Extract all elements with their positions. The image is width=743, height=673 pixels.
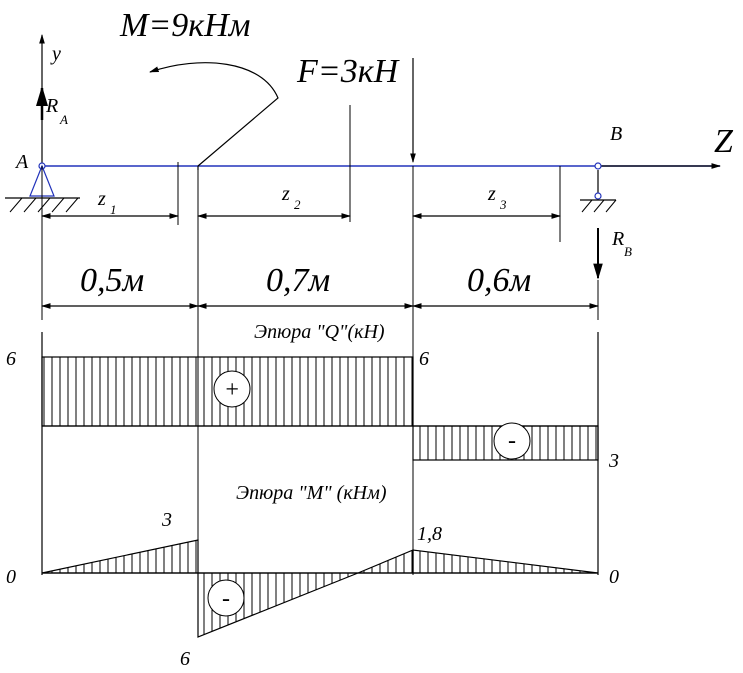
beam-axes: [36, 34, 721, 170]
m-value-3: 3: [161, 509, 172, 531]
m-value-1-8: 1,8: [417, 523, 442, 545]
z-axis-label: Z: [714, 123, 734, 160]
m-value-0-right: 0: [609, 566, 619, 588]
minus-sign-circle-m: [207, 579, 245, 617]
q-plus-sign: +: [224, 377, 240, 403]
moment-region-1: [41, 539, 199, 574]
moment-diagram-title: Эпюра "M" (кНм): [236, 482, 387, 504]
moment-diagram: [41, 539, 599, 638]
point-a-label: A: [14, 151, 29, 173]
plus-sign-circle: [213, 370, 251, 408]
section-z3-subscript: 3: [499, 197, 507, 212]
force-label: F=3кН: [296, 53, 401, 90]
length-1-label: 0,5м: [80, 262, 144, 299]
support-b-pin: [594, 162, 602, 170]
minus-sign-circle-q: [493, 422, 531, 460]
m-value-6: 6: [180, 648, 190, 670]
shear-diagram: [41, 320, 599, 575]
reaction-a-label: R: [45, 95, 58, 117]
support-b: [580, 170, 617, 280]
moment-label: M=9кНм: [119, 7, 250, 44]
reaction-b-subscript: B: [624, 244, 632, 259]
shear-diagram-title: Эпюра "Q"(кН): [254, 321, 385, 343]
reaction-a-subscript: A: [59, 112, 68, 127]
q-value-right: 3: [608, 450, 619, 472]
length-dimensions: [41, 166, 599, 320]
m-value-0-left: 0: [6, 566, 16, 588]
length-3-label: 0,6м: [467, 262, 531, 299]
reaction-b-label: R: [611, 228, 624, 250]
section-z2-label: z: [281, 183, 290, 205]
moment-region-2-positive: [357, 549, 414, 574]
section-z1-label: z: [97, 188, 106, 210]
m-minus-sign: -: [222, 586, 230, 612]
point-b-label: B: [610, 123, 622, 145]
section-z1-subscript: 1: [110, 202, 117, 217]
q-value-left: 6: [6, 348, 16, 370]
q-value-mid: 6: [419, 348, 429, 370]
section-z2-subscript: 2: [294, 197, 301, 212]
moment-symbol: [149, 62, 279, 170]
section-z3-label: z: [487, 183, 496, 205]
q-minus-sign: -: [508, 428, 516, 454]
length-2-label: 0,7м: [266, 262, 330, 299]
y-axis-label: y: [50, 43, 61, 65]
moment-region-3: [412, 549, 599, 574]
section-dimensions: [41, 105, 561, 242]
